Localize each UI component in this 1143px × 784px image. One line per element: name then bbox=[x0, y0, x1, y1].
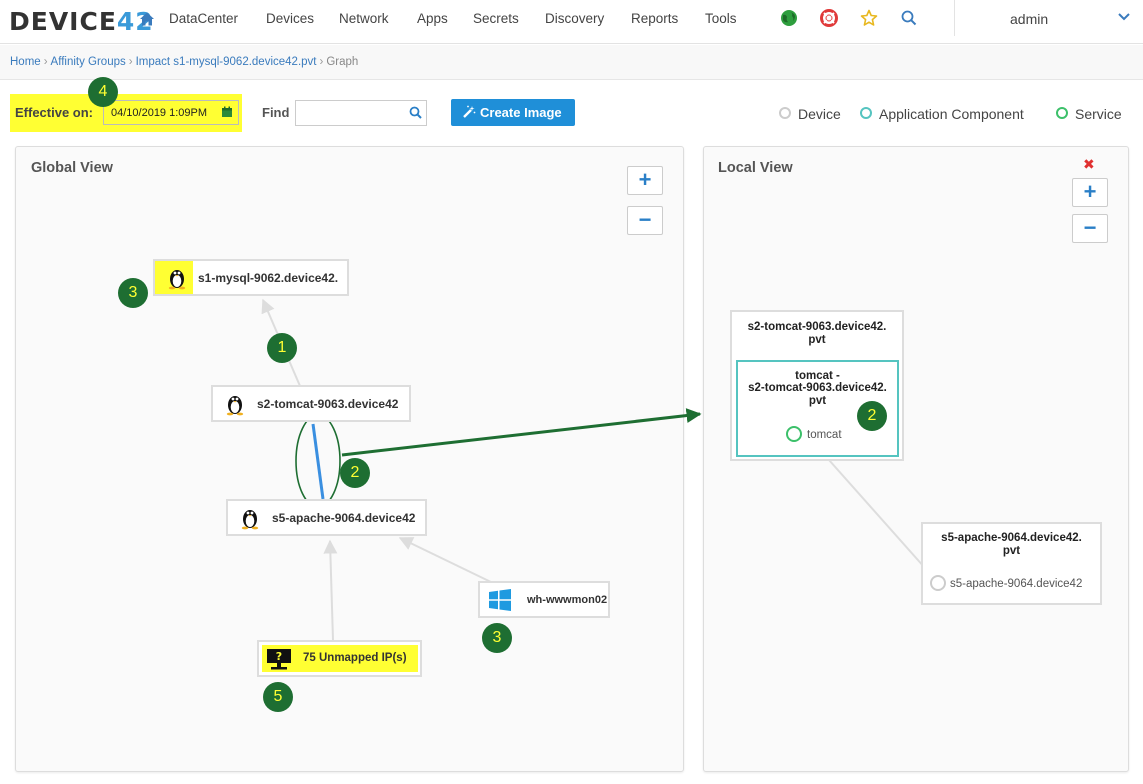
breadcrumb-current: Graph bbox=[326, 56, 359, 68]
annotation-badge-5: 5 bbox=[263, 682, 293, 712]
global-view-title: Global View bbox=[31, 160, 113, 176]
breadcrumb: Home›Affinity Groups›Impact s1-mysql-906… bbox=[10, 56, 358, 68]
breadcrumb-separator: › bbox=[128, 56, 133, 68]
magic-wand-icon bbox=[463, 105, 476, 118]
legend-application-component-label: Application Component bbox=[879, 106, 1024, 122]
svg-text:?: ? bbox=[276, 650, 282, 663]
legend-service-dot bbox=[1056, 107, 1068, 119]
service-node-apache[interactable] bbox=[930, 575, 946, 591]
find-label: Find bbox=[262, 105, 290, 120]
breadcrumb-impact[interactable]: Impact s1-mysql-9062.device42.pvt bbox=[135, 56, 317, 68]
edge-unmapped-to-apache[interactable] bbox=[323, 539, 338, 641]
top-navigation: DEVICE42 DataCenter Devices Network Apps… bbox=[0, 0, 1143, 44]
nav-network[interactable]: Network bbox=[339, 11, 389, 26]
local-device-s5-apache[interactable]: s5-apache-9064.device42. pvt s5-apache-9… bbox=[921, 522, 1102, 605]
node-label: s5-apache-9064.device42 bbox=[272, 511, 416, 525]
chevron-down-icon[interactable] bbox=[1117, 12, 1131, 22]
node-wh-wwwmon02[interactable]: wh-wwwmon02 bbox=[478, 581, 610, 618]
nav-devices[interactable]: Devices bbox=[266, 11, 315, 26]
device42-logo[interactable]: DEVICE42 bbox=[9, 7, 154, 36]
legend-device-dot bbox=[779, 107, 791, 119]
local-view-title: Local View bbox=[718, 160, 793, 176]
annotation-badge-2: 2 bbox=[857, 401, 887, 431]
service-label-apache: s5-apache-9064.device42 bbox=[950, 578, 1083, 590]
linux-tux-icon bbox=[226, 396, 244, 416]
local-device-s2-tomcat[interactable]: s2-tomcat-9063.device42. pvt tomcat - s2… bbox=[730, 310, 904, 461]
legend-device-label: Device bbox=[798, 106, 841, 122]
find-input[interactable] bbox=[295, 100, 427, 126]
globe-icon[interactable] bbox=[780, 9, 798, 27]
user-menu[interactable]: admin bbox=[1010, 11, 1049, 27]
effective-date-input[interactable]: 04/10/2019 1:09PM bbox=[103, 100, 239, 125]
help-lifebuoy-icon[interactable] bbox=[820, 9, 838, 27]
device-title-line1: s2-tomcat-9063.device42. bbox=[747, 321, 887, 333]
component-title-line3: pvt bbox=[808, 395, 827, 407]
windows-icon bbox=[489, 589, 511, 611]
node-unmapped-ips[interactable]: ? 75 Unmapped IP(s) bbox=[257, 640, 422, 677]
component-title-line2: s2-tomcat-9063.device42. bbox=[748, 382, 887, 394]
edge-apache-service-to-tomcat-service[interactable] bbox=[812, 440, 934, 578]
component-title-line1: tomcat - bbox=[795, 370, 840, 382]
node-label: s1-mysql-9062.device42. bbox=[198, 271, 339, 285]
node-s1-mysql[interactable]: s1-mysql-9062.device42. bbox=[153, 259, 349, 296]
create-image-button[interactable]: Create Image bbox=[451, 99, 575, 126]
breadcrumb-separator: › bbox=[319, 56, 324, 68]
linux-tux-icon bbox=[241, 510, 259, 530]
breadcrumb-affinity-groups[interactable]: Affinity Groups bbox=[50, 56, 126, 68]
local-zoom-in-button[interactable]: + bbox=[1072, 178, 1108, 207]
annotation-badge-3: 3 bbox=[118, 278, 148, 308]
device-title-line2: pvt bbox=[808, 334, 826, 346]
breadcrumb-separator: › bbox=[43, 56, 48, 68]
nav-apps[interactable]: Apps bbox=[417, 11, 448, 26]
breadcrumb-home[interactable]: Home bbox=[10, 56, 41, 68]
node-label: wh-wwwmon02 bbox=[527, 594, 608, 606]
home-icon[interactable] bbox=[139, 11, 155, 27]
calendar-icon[interactable] bbox=[221, 106, 233, 118]
device-title-line1: s5-apache-9064.device42. bbox=[941, 532, 1082, 544]
nav-separator bbox=[954, 0, 955, 36]
nav-tools[interactable]: Tools bbox=[705, 11, 737, 26]
unknown-device-monitor-icon: ? bbox=[267, 649, 291, 670]
annotation-badge-3: 3 bbox=[482, 623, 512, 653]
breadcrumb-bar: Home›Affinity Groups›Impact s1-mysql-906… bbox=[0, 45, 1143, 80]
effective-on-label: Effective on: bbox=[15, 105, 94, 120]
node-s2-tomcat[interactable]: s2-tomcat-9063.device42 bbox=[211, 385, 411, 422]
global-zoom-out-button[interactable]: − bbox=[627, 206, 663, 235]
close-local-view-icon[interactable]: ✖ bbox=[1083, 156, 1095, 172]
star-icon[interactable] bbox=[860, 9, 878, 27]
legend-application-component-dot bbox=[860, 107, 872, 119]
nav-discovery[interactable]: Discovery bbox=[545, 11, 605, 26]
search-icon[interactable] bbox=[900, 9, 918, 27]
nav-datacenter[interactable]: DataCenter bbox=[169, 11, 239, 26]
legend-service-label: Service bbox=[1075, 106, 1122, 122]
global-zoom-in-button[interactable]: + bbox=[627, 166, 663, 195]
node-label: s2-tomcat-9063.device42 bbox=[257, 397, 399, 411]
device-title-line2: pvt bbox=[1002, 545, 1021, 557]
service-node-tomcat[interactable] bbox=[786, 426, 802, 442]
logo-text: DEVICE bbox=[9, 7, 117, 36]
search-icon[interactable] bbox=[409, 106, 422, 119]
node-s5-apache[interactable]: s5-apache-9064.device42 bbox=[226, 499, 427, 536]
nav-secrets[interactable]: Secrets bbox=[473, 11, 519, 26]
edge-apache-to-tomcat-highlighted[interactable] bbox=[311, 423, 325, 500]
service-label-tomcat: tomcat bbox=[807, 429, 842, 441]
node-label: 75 Unmapped IP(s) bbox=[303, 652, 407, 664]
local-zoom-out-button[interactable]: − bbox=[1072, 214, 1108, 243]
linux-tux-icon bbox=[168, 270, 186, 290]
annotation-badge-2: 2 bbox=[340, 458, 370, 488]
annotation-badge-1: 1 bbox=[267, 333, 297, 363]
annotation-arrow-to-local-view bbox=[341, 408, 702, 457]
edge-windows-to-apache[interactable] bbox=[398, 537, 494, 584]
annotation-badge-4: 4 bbox=[88, 77, 118, 107]
nav-reports[interactable]: Reports bbox=[631, 11, 679, 26]
